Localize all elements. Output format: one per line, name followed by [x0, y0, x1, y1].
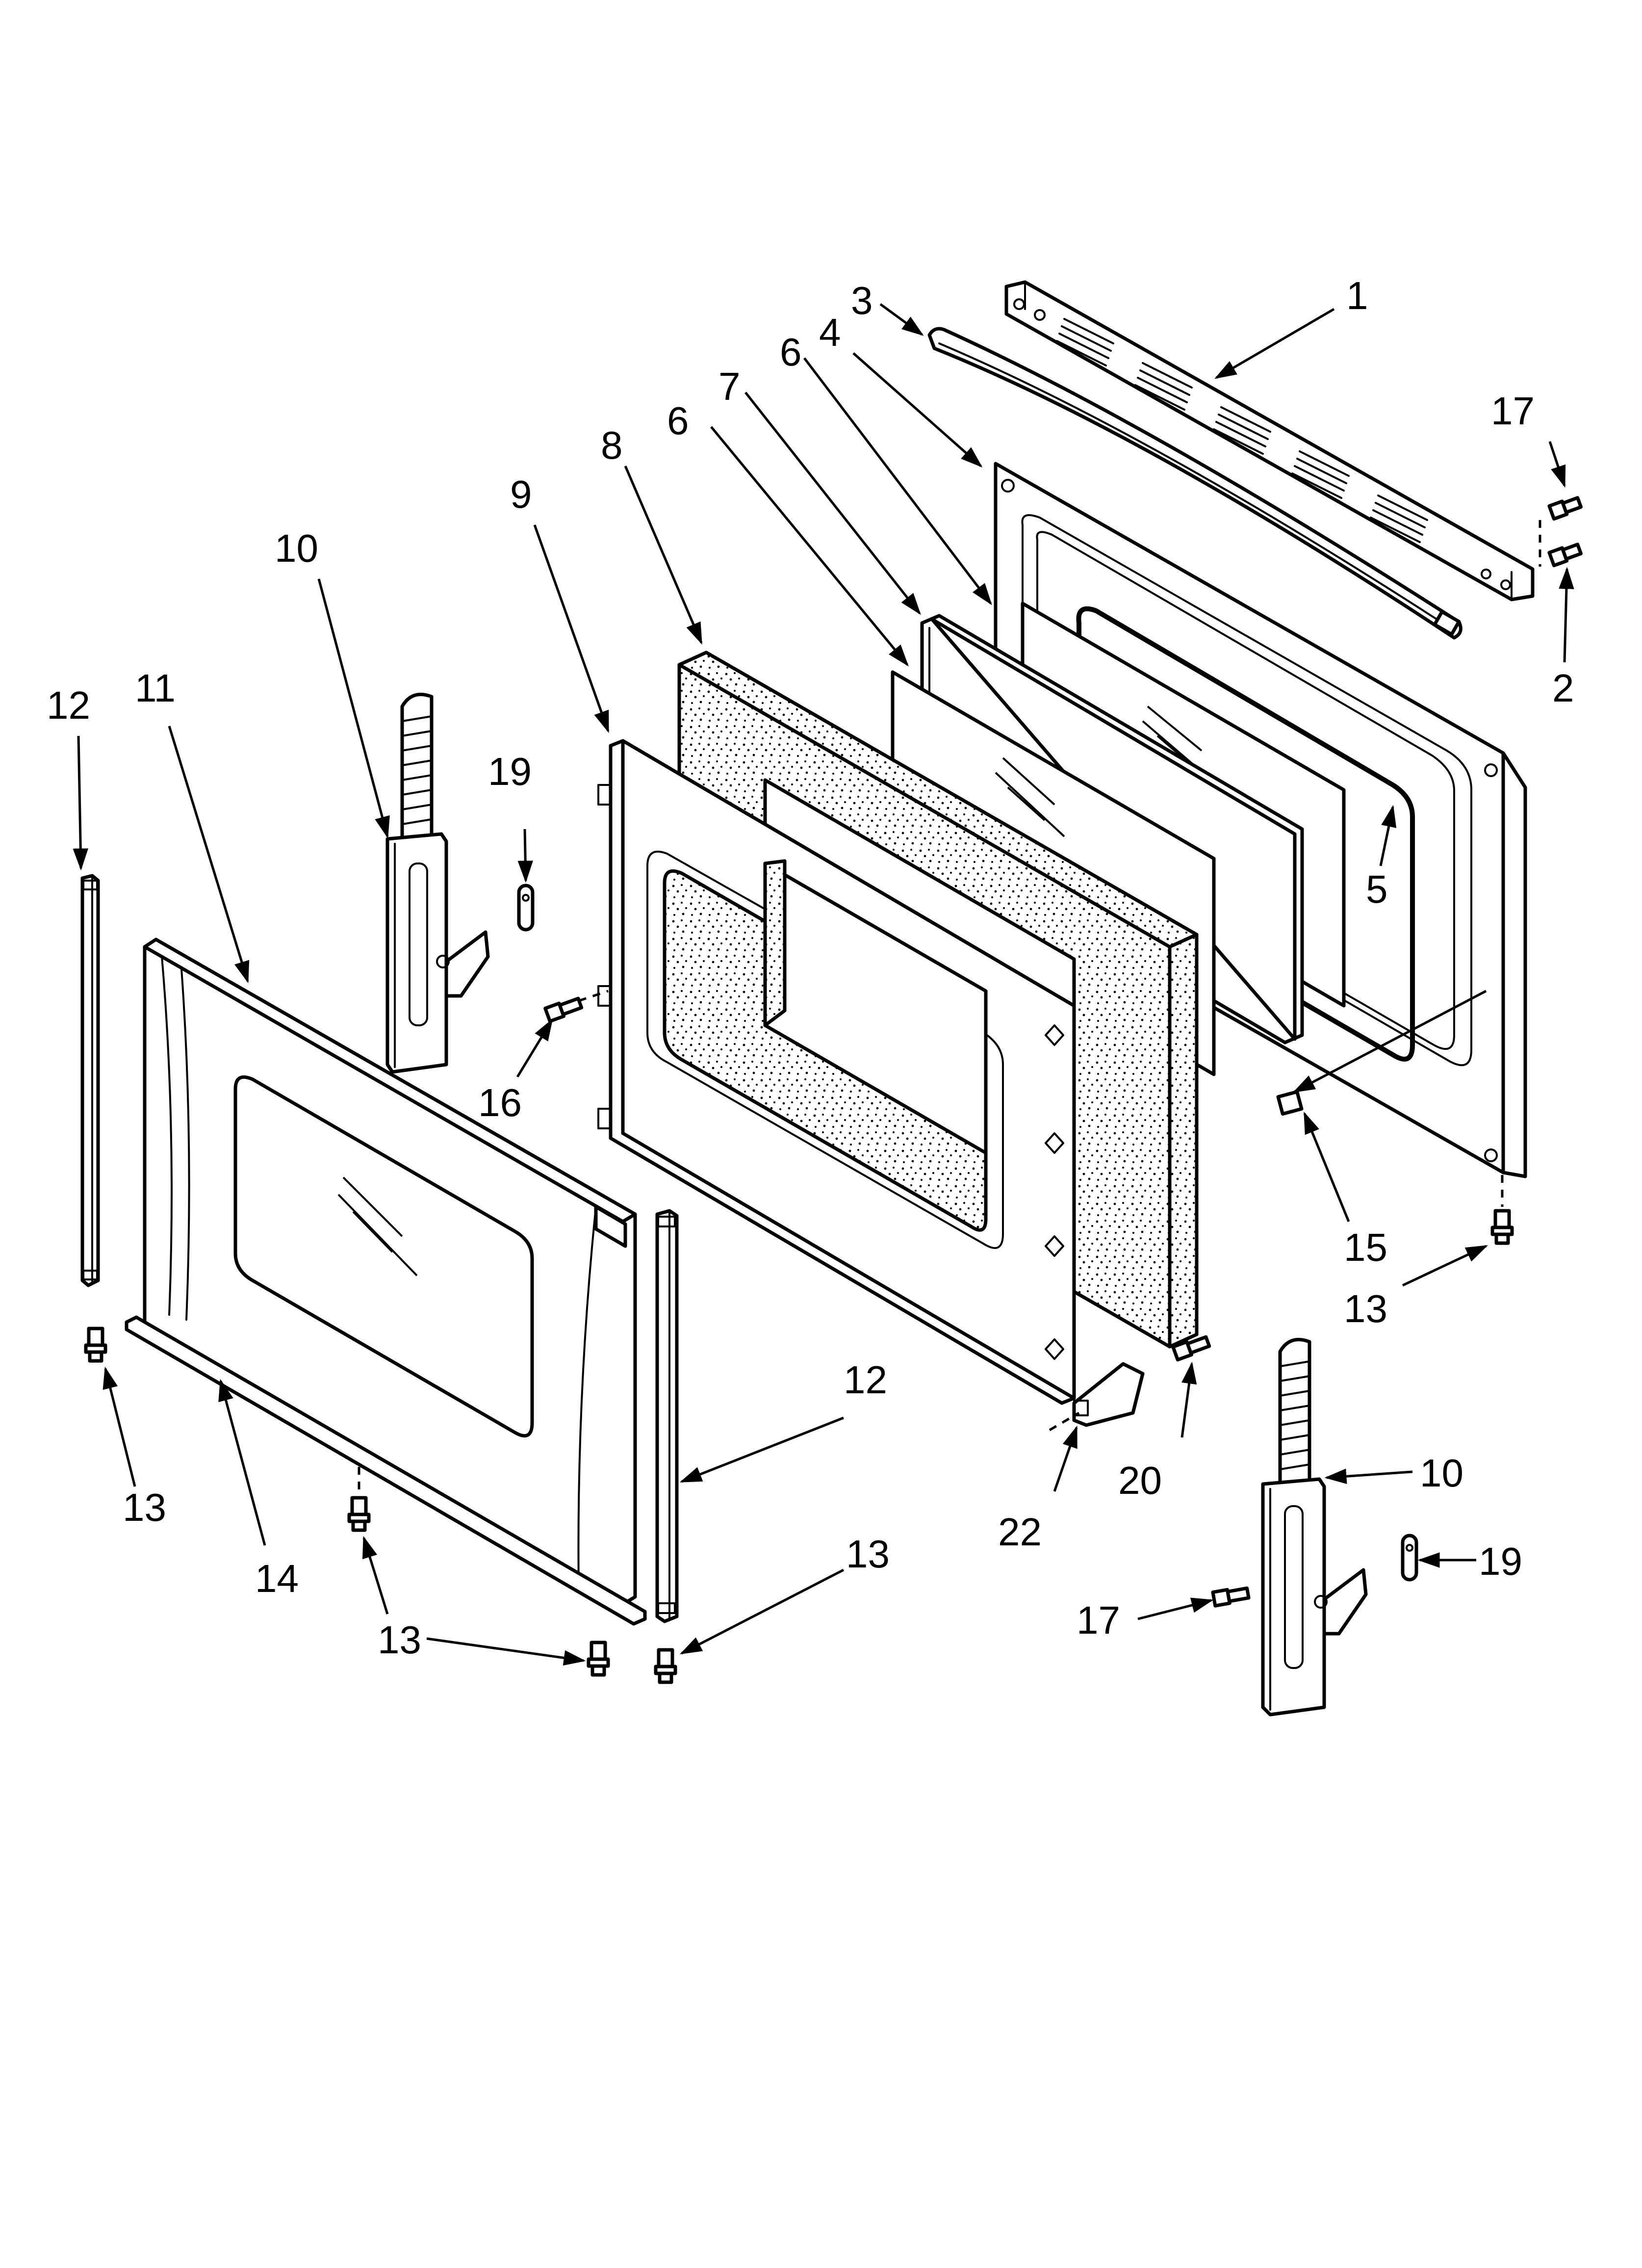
- callout-8: 8: [601, 423, 623, 467]
- leader-lines: [73, 303, 1574, 1666]
- outer-door-panel-part: [143, 938, 637, 1606]
- callout-13d: 13: [1344, 1287, 1387, 1330]
- left-hinge-pin-part: [517, 884, 535, 932]
- left-side-trim-part: [80, 874, 100, 1287]
- callout-9: 9: [510, 472, 532, 516]
- clip-part: [1276, 1090, 1304, 1116]
- door-bottom-trim-part: [125, 1315, 647, 1626]
- callout-15: 15: [1344, 1225, 1387, 1269]
- screw-part: [84, 496, 1583, 1684]
- left-hinge-part: [385, 693, 490, 1074]
- callout-6a: 6: [780, 330, 802, 374]
- right-hinge-pin-part: [1401, 1534, 1418, 1582]
- callout-13a: 13: [123, 1486, 166, 1529]
- callout-2: 2: [1552, 666, 1574, 710]
- callout-6b: 6: [667, 399, 689, 443]
- callout-7: 7: [718, 365, 741, 408]
- callout-22: 22: [998, 1510, 1042, 1554]
- callout-13c: 13: [846, 1532, 890, 1576]
- callout-16: 16: [478, 1081, 522, 1124]
- callout-11: 11: [135, 666, 176, 710]
- callout-12b: 12: [844, 1358, 887, 1402]
- callout-14: 14: [255, 1557, 299, 1600]
- door-handle-part: [927, 327, 1462, 640]
- callout-12a: 12: [47, 683, 90, 727]
- vent-trim-part: [1004, 280, 1535, 601]
- inner-door-panel-part: [597, 739, 1076, 1405]
- callout-19a: 19: [488, 750, 532, 793]
- callout-13b: 13: [378, 1618, 421, 1662]
- callout-20: 20: [1118, 1459, 1162, 1502]
- hinge-bracket-part: [1072, 1362, 1145, 1427]
- callout-4: 4: [819, 311, 841, 354]
- right-side-trim-part: [655, 1209, 679, 1623]
- callout-5: 5: [1366, 867, 1388, 911]
- callout-10a: 10: [275, 526, 318, 570]
- right-hinge-part: [1261, 1338, 1368, 1717]
- callout-17a: 17: [1491, 389, 1535, 433]
- callout-17b: 17: [1077, 1598, 1120, 1642]
- callout-1: 1: [1346, 274, 1368, 317]
- callout-10b: 10: [1420, 1451, 1463, 1495]
- alignment-lines: [358, 520, 1541, 1496]
- callout-labels: 1 2 3 4 5 6 6 7 8 9 10 10 11 12 12 13 13…: [47, 274, 1574, 1662]
- callout-3: 3: [851, 279, 873, 322]
- callout-19b: 19: [1479, 1539, 1522, 1583]
